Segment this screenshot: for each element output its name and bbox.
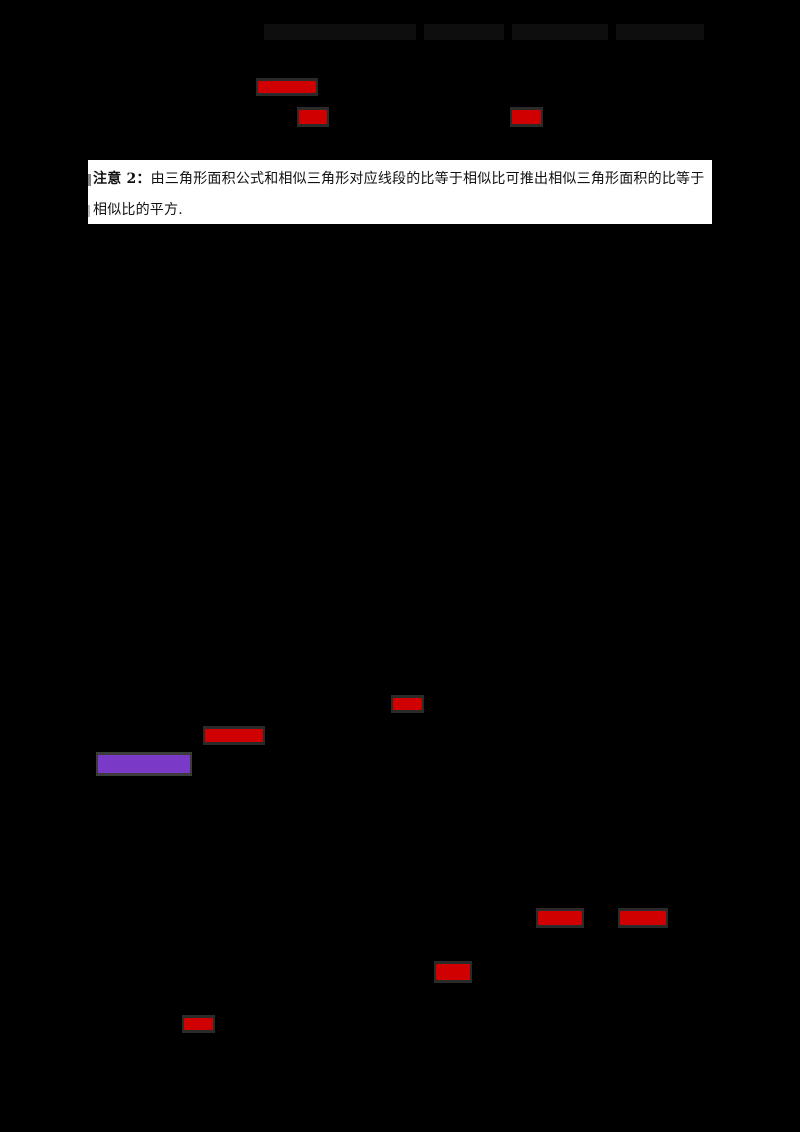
note-text-line-2: 相似比的平方.	[93, 202, 183, 218]
header-block-2	[424, 24, 504, 40]
highlight-fragment	[297, 107, 329, 127]
highlight-fragment	[536, 908, 584, 928]
highlight-fragment	[618, 908, 668, 928]
paragraph-marker	[88, 205, 90, 217]
note-label: 注意 2：	[93, 171, 151, 187]
note-line-2: 相似比的平方.	[93, 200, 712, 220]
header-block-3	[512, 24, 608, 40]
note-line-1: 注意 2：由三角形面积公式和相似三角形对应线段的比等于相似比可推出相似三角形面积…	[93, 169, 712, 189]
note-text-line-1: 由三角形面积公式和相似三角形对应线段的比等于相似比可推出相似三角形面积的比等于	[150, 171, 705, 187]
note-box: 注意 2：由三角形面积公式和相似三角形对应线段的比等于相似比可推出相似三角形面积…	[88, 160, 712, 224]
header-block-4	[616, 24, 704, 40]
highlight-fragment	[510, 107, 543, 127]
highlight-fragment	[434, 961, 472, 983]
highlight-fragment	[182, 1015, 215, 1033]
paragraph-marker	[88, 174, 91, 186]
header-block-1	[264, 24, 416, 40]
highlight-fragment	[203, 726, 265, 745]
highlight-fragment	[391, 695, 424, 713]
highlight-fragment	[256, 78, 318, 96]
highlight-fragment-purple	[96, 752, 192, 776]
